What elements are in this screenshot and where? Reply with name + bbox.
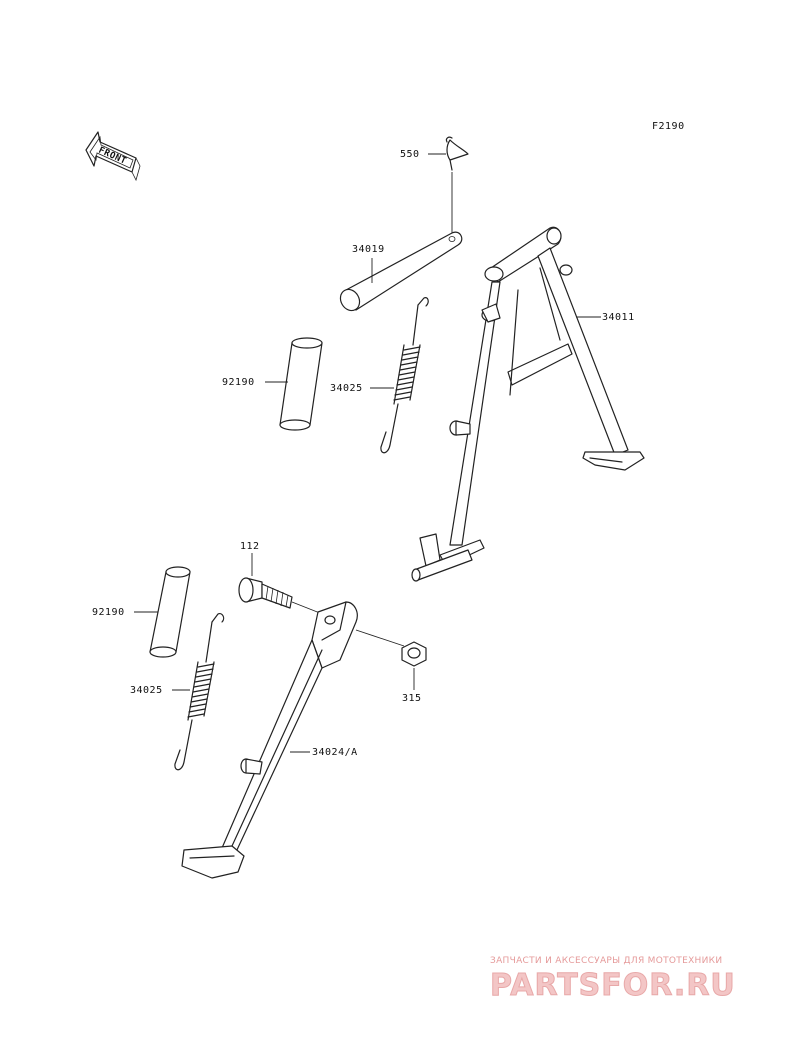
collar-92190-lower: 92190 — [92, 566, 191, 658]
label-34025-upper: 34025 — [330, 383, 363, 394]
side-stand-34024A: 34024/A — [181, 601, 358, 879]
label-34025-lower: 34025 — [130, 685, 163, 696]
main-stand-34011: 34011 — [411, 226, 645, 582]
watermark: ЗАПЧАСТИ И АКСЕССУАРЫ ДЛЯ МОТОТЕХНИКИ PA… — [490, 956, 736, 1004]
label-112: 112 — [240, 541, 260, 552]
cotter-pin-550: 550 — [400, 136, 469, 236]
label-92190-upper: 92190 — [222, 377, 255, 388]
collar-92190-upper: 92190 — [222, 337, 323, 431]
figure-code: F2190 — [652, 121, 685, 132]
spring-34025-lower: 34025 — [130, 613, 225, 771]
nut-315: 315 — [355, 629, 427, 704]
bolt-112: 112 — [238, 541, 331, 618]
watermark-subtitle: ЗАПЧАСТИ И АКСЕССУАРЫ ДЛЯ МОТОТЕХНИКИ — [490, 956, 722, 966]
label-34011: 34011 — [602, 312, 635, 323]
label-34019: 34019 — [352, 244, 385, 255]
label-315: 315 — [402, 693, 422, 704]
label-92190-lower: 92190 — [92, 607, 125, 618]
label-34024A: 34024/A — [312, 747, 358, 758]
watermark-brand: PARTSFOR.RU — [490, 968, 736, 1003]
label-550: 550 — [400, 149, 420, 160]
pin-34019: 34019 — [339, 231, 463, 312]
front-arrow-icon: FRONT — [85, 131, 141, 182]
spring-34025-upper: 34025 — [330, 297, 429, 454]
